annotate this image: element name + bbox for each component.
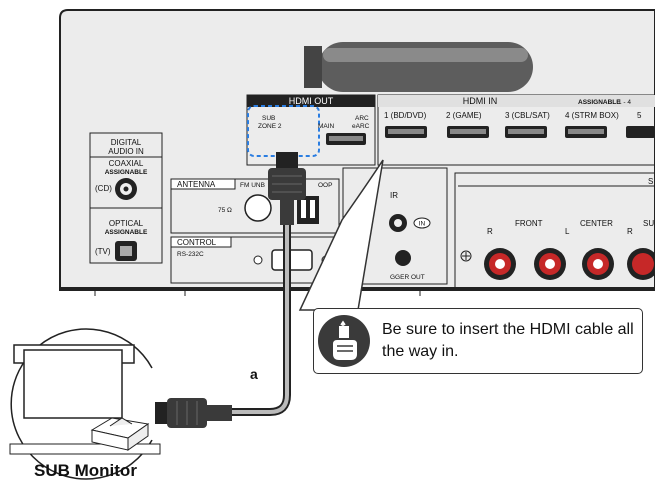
surround-label: SU [643,219,654,228]
trigger-out-label: GGER OUT [390,274,425,281]
hdmi-in-port-label: 3 (CBL/SAT) [505,111,550,120]
callout-pointer [298,159,384,311]
cd-label: (CD) [95,184,112,193]
hdmi-in-port-3[interactable]: 3 (CBL/SAT) [505,111,550,138]
hdmi-in-title: HDMI IN [463,96,498,106]
main-label: MAIN [318,123,335,130]
hdmi-in-assignable: ASSIGNABLE [578,99,621,106]
hand-insert-icon [318,315,370,367]
ir-in-jack[interactable] [389,214,407,232]
control-label: CONTROL [177,238,217,247]
optical-jack[interactable] [115,241,137,261]
digital-audio-label-2: AUDIO IN [108,147,144,156]
wifi-antenna [304,42,533,92]
hdmi-in-port-2[interactable]: 2 (GAME) [446,111,489,138]
front-l-label: L [565,227,570,236]
hdmi-out-main-port[interactable] [326,133,366,145]
sub-zone-label: SUB [262,115,275,122]
hdmi-in-port-label: 2 (GAME) [446,111,482,120]
sub-zone-highlight [247,105,320,157]
center-r-label: R [627,227,633,236]
hdmi-in-port-4[interactable]: 4 (STRM BOX) [565,111,619,138]
hdmi-in-port-label: 5 [637,111,642,120]
fm-label: FM UNB [240,182,265,189]
hdmi-in-port-1[interactable]: 1 (BD/DVD) [384,111,427,138]
sub-monitor-illustration [9,328,161,480]
callout-text: Be sure to insert the HDMI cable all the… [382,321,634,360]
speaker-terminal-surround[interactable] [627,248,655,280]
speaker-terminal-front-l[interactable] [534,248,566,280]
hdmi-in-port-5[interactable]: 5 [626,111,655,138]
tv-label: (TV) [95,247,111,256]
digital-audio-group [89,132,163,264]
optical-label: OPTICAL [109,219,144,228]
front-label: FRONT [515,219,543,228]
hdmi-in-port-label: 1 (BD/DVD) [384,111,427,120]
coaxial-label: COAXIAL [109,159,144,168]
in-label: IN [419,221,426,228]
am-loop-connector [297,196,319,224]
coaxial-assignable: ASSIGNABLE [105,169,148,176]
hdmi-in-port-label: 4 (STRM BOX) [565,111,619,120]
speaker-group [454,172,655,289]
center-label: CENTER [580,219,613,228]
ohm-label: 75 Ω [218,207,232,214]
hdmi-out-title: HDMI OUT [289,96,334,106]
cable-label: a [250,366,258,382]
earc-label: eARC [352,123,370,130]
antenna-group [170,178,340,234]
hdmi-in-assignable-range: 1 - 4 [618,99,631,106]
fm-antenna-jack[interactable] [244,194,272,222]
optical-assignable: ASSIGNABLE [105,229,148,236]
front-r-label: R [487,227,493,236]
digital-audio-label: DIGITAL [111,138,142,147]
speaker-s-label: S [648,177,653,186]
in-badge: IN [413,217,431,229]
speaker-terminal-center[interactable] [582,248,614,280]
hdmi-cable [155,152,306,428]
sub-monitor-label: SUB Monitor [34,461,137,480]
ir-label: IR [390,191,398,200]
loop-label: OOP [318,182,332,189]
arc-label: ARC [355,115,369,122]
antenna-label: ANTENNA [177,180,216,189]
projector [90,417,150,451]
coaxial-jack[interactable] [115,178,137,200]
rs232c-label: RS-232C [177,251,204,258]
trigger-out-jack[interactable] [395,250,411,266]
sub-zone-label-2: ZONE 2 [258,123,282,130]
speaker-terminal-front-r[interactable] [484,248,516,280]
